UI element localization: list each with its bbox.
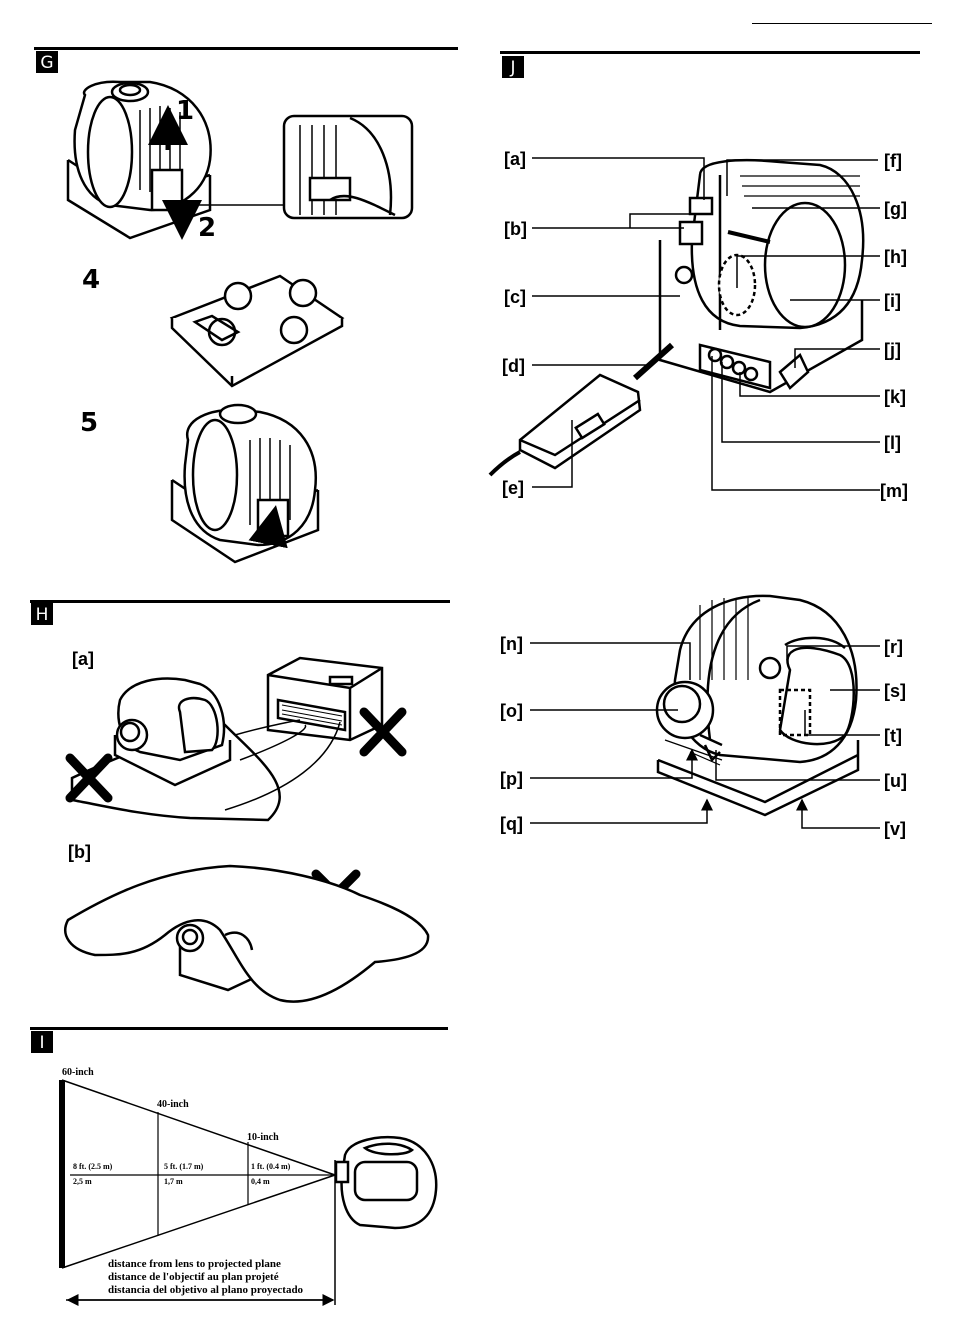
- callout-j: [j]: [884, 340, 901, 360]
- callout-s: [s]: [884, 681, 906, 701]
- cartridge-step-4: [169, 274, 345, 388]
- callout-d: [d]: [502, 356, 525, 376]
- callout-m: [m]: [880, 481, 908, 501]
- section-g-badge: G: [36, 51, 58, 73]
- callout-l: [l]: [884, 433, 901, 453]
- projector-rear-view: [488, 158, 865, 477]
- projector-under-cloth: [64, 864, 430, 1003]
- distance-40-m: 1,7 m: [164, 1177, 183, 1186]
- distance-10-ft: 1 ft. (0.4 m): [251, 1162, 291, 1171]
- step-2-number: 2: [198, 213, 217, 243]
- callout-a: [a]: [504, 149, 526, 169]
- step-1-number: 1: [176, 96, 195, 126]
- callout-t: [t]: [884, 726, 902, 746]
- section-h-rule: [30, 600, 450, 603]
- callout-v: [v]: [884, 819, 906, 839]
- callout-r: [r]: [884, 637, 903, 657]
- distance-caption-es: distancia del objetivo al plano proyecta…: [108, 1284, 304, 1296]
- callout-h: [h]: [884, 247, 907, 267]
- h-label-a: [a]: [72, 649, 94, 669]
- section-i-rule: [30, 1027, 448, 1030]
- callout-b: [b]: [504, 219, 527, 239]
- size-60-inch: 60-inch: [62, 1067, 94, 1078]
- callout-e: [e]: [502, 478, 524, 498]
- callout-p: [p]: [500, 769, 523, 789]
- distance-60-m: 2,5 m: [73, 1177, 92, 1186]
- j-top-leader-lines: [532, 157, 880, 491]
- section-g-rule: [34, 47, 458, 50]
- callout-u: [u]: [884, 771, 907, 791]
- callout-g: [g]: [884, 199, 907, 219]
- projector-cartridge-illustration: [66, 80, 285, 240]
- size-10-inch: 10-inch: [247, 1132, 279, 1143]
- distance-60-ft: 8 ft. (2.5 m): [73, 1162, 113, 1171]
- callout-q: [q]: [500, 814, 523, 834]
- cartridge-zoom-inset: [282, 114, 414, 220]
- projector-near-heater: [70, 656, 384, 822]
- projector-step-5: [170, 403, 320, 564]
- callout-f: [f]: [884, 151, 902, 171]
- callout-k: [k]: [884, 387, 906, 407]
- section-j-badge: J: [502, 56, 524, 78]
- callout-c: [c]: [504, 287, 526, 307]
- top-right-rule: [752, 23, 932, 24]
- section-i-badge: I: [31, 1031, 53, 1053]
- j-bottom-leader-lines: [530, 642, 880, 829]
- step-5-number: 5: [80, 408, 99, 438]
- projector-front-view: [655, 594, 860, 817]
- section-h-badge: H: [31, 603, 53, 625]
- distance-caption-fr: distance de l'objectif au plan projeté: [108, 1271, 279, 1283]
- callout-i: [i]: [884, 291, 901, 311]
- projection-distance-diagram: [59, 1079, 336, 1306]
- callout-o: [o]: [500, 701, 523, 721]
- callout-n: [n]: [500, 634, 523, 654]
- step-4-number: 4: [82, 265, 101, 295]
- section-j-rule: [500, 51, 920, 54]
- size-40-inch: 40-inch: [157, 1099, 189, 1110]
- distance-40-ft: 5 ft. (1.7 m): [164, 1162, 204, 1171]
- projector-small-icon: [334, 1135, 438, 1230]
- distance-caption-en: distance from lens to projected plane: [108, 1258, 281, 1270]
- h-label-b: [b]: [68, 842, 91, 862]
- distance-10-m: 0,4 m: [251, 1177, 270, 1186]
